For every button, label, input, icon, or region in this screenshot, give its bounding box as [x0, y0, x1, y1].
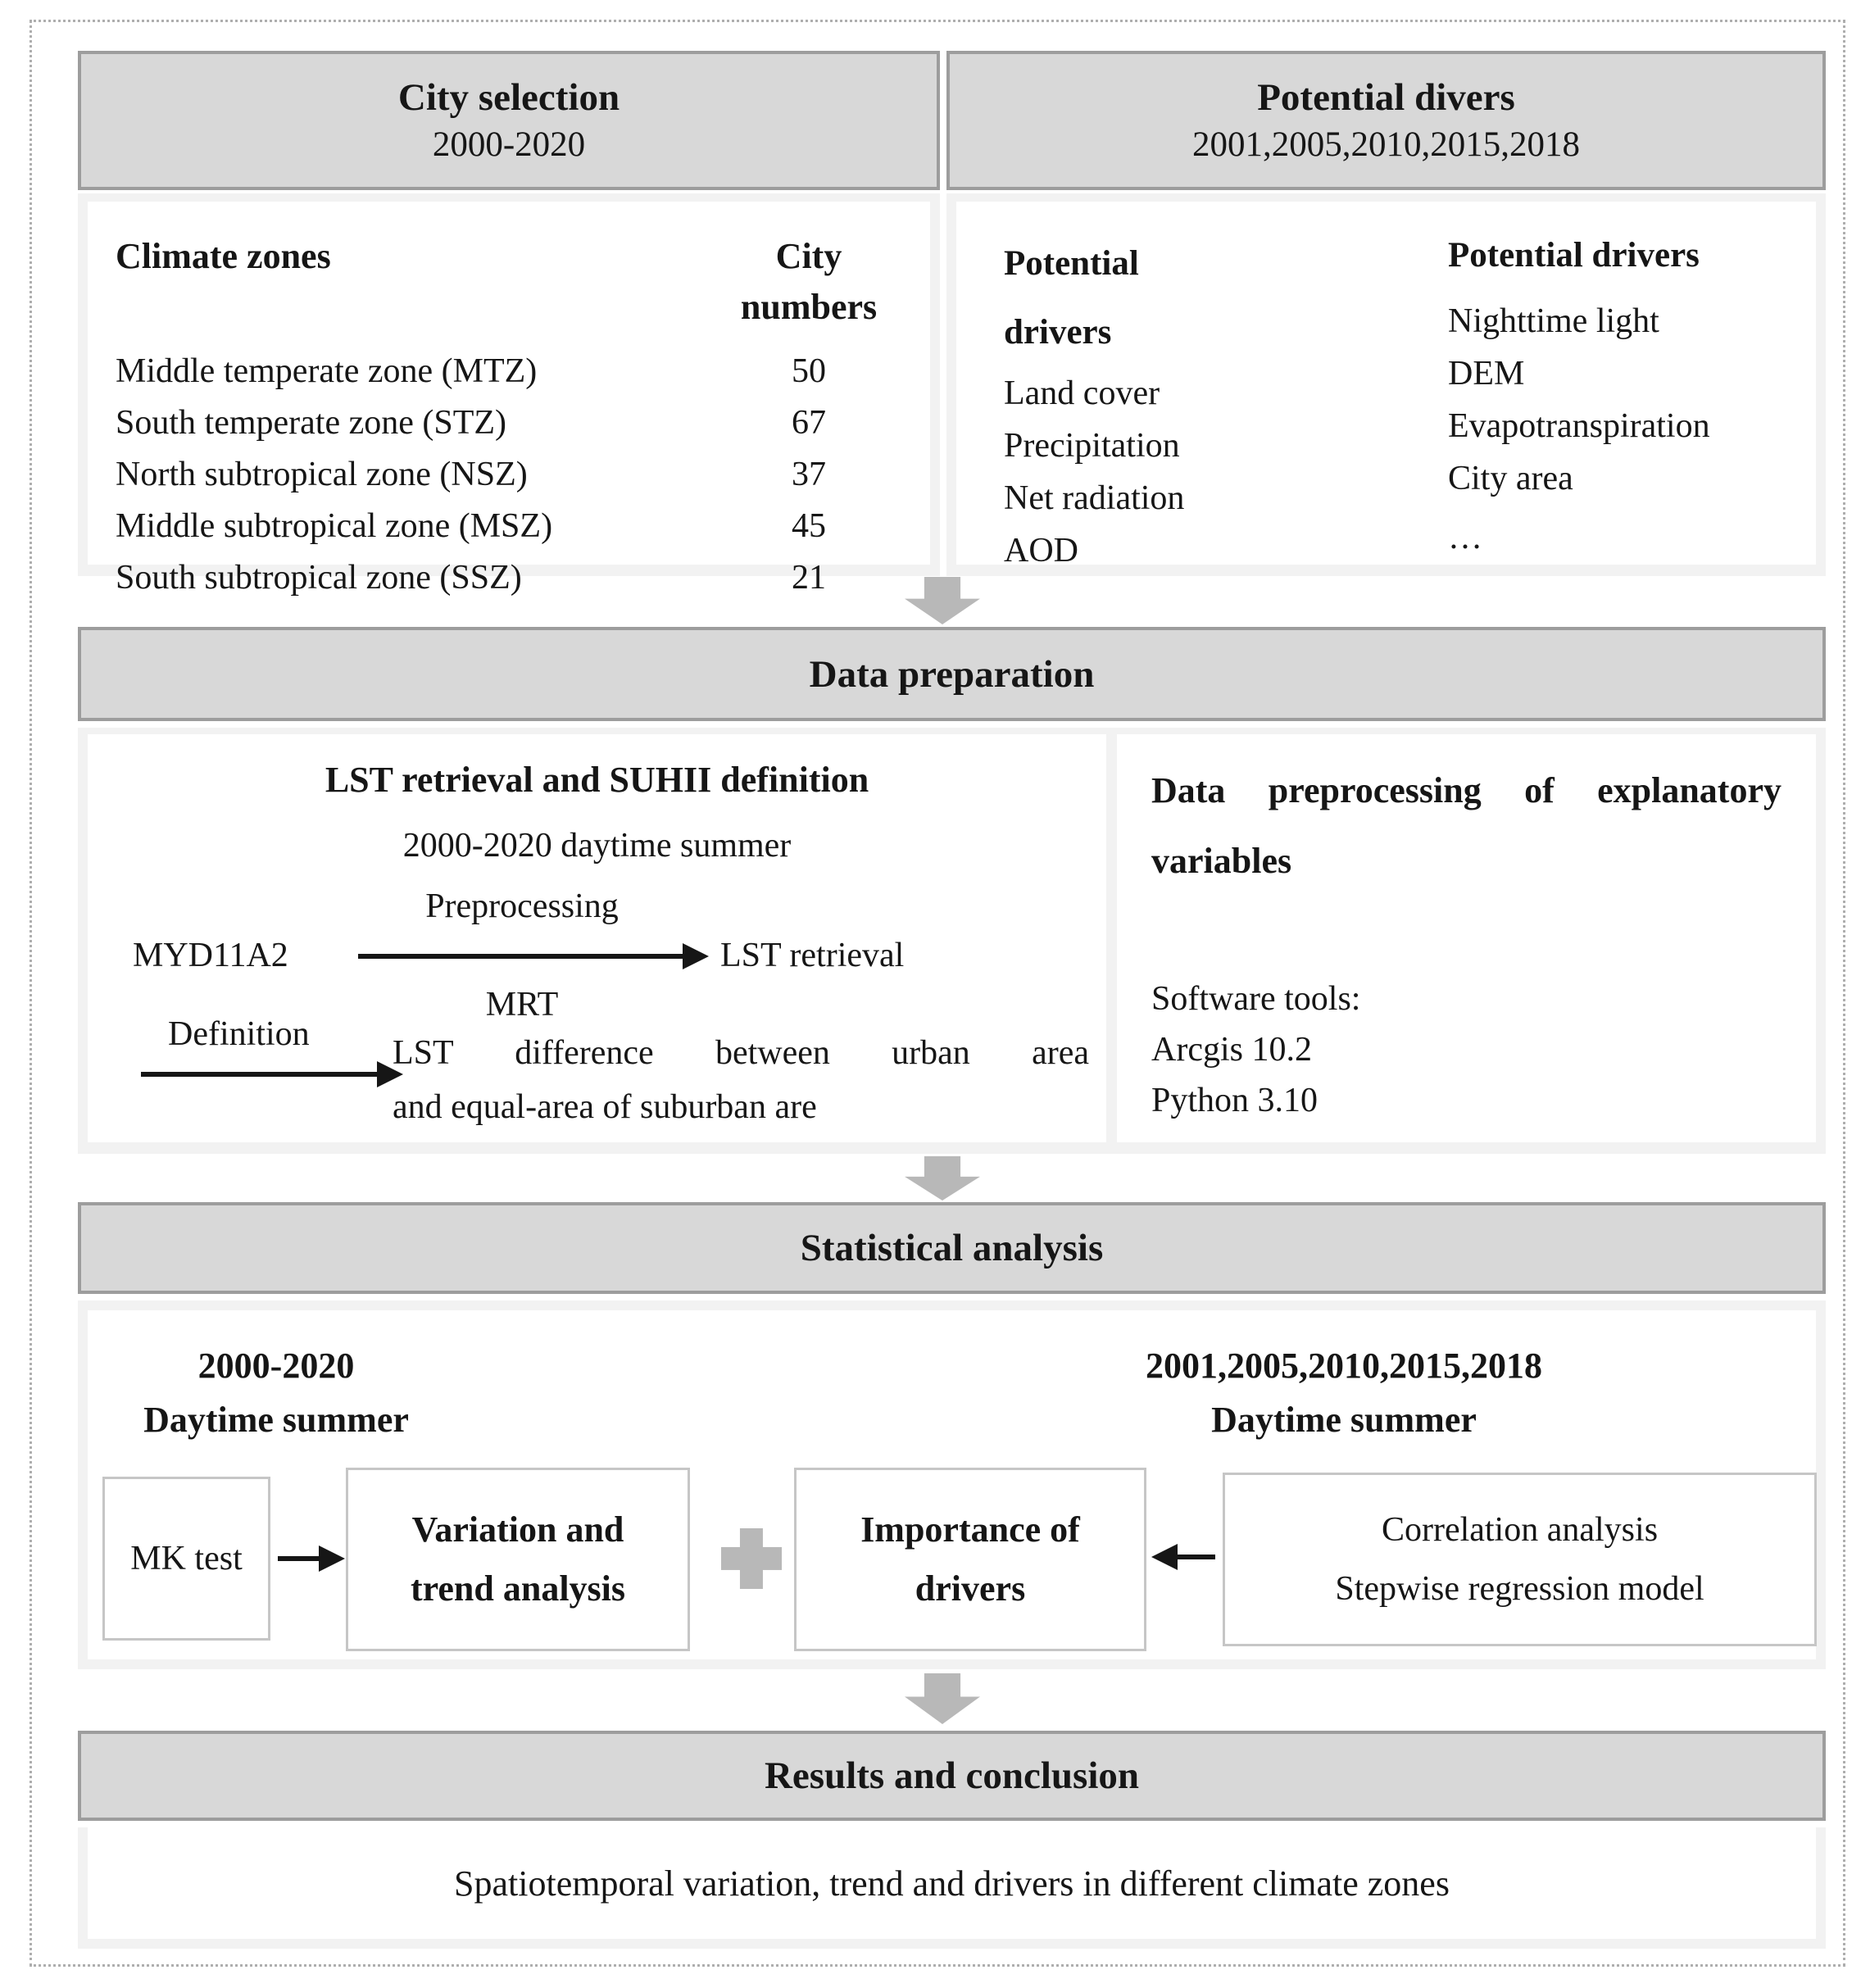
right-period-label: 2001,2005,2010,2015,2018 Daytime summer: [1000, 1339, 1688, 1447]
right-arrow-icon: [358, 954, 684, 959]
drivers-left-header-line1: Potential: [1004, 244, 1139, 283]
variation-trend-box: Variation and trend analysis: [346, 1468, 690, 1651]
statistical-analysis-box: 2000-2020 Daytime summer 2001,2005,2010,…: [88, 1310, 1817, 1659]
zone-name: Middle subtropical zone (MSZ): [116, 507, 553, 545]
list-item: Precipitation: [1004, 427, 1180, 465]
table-row: South temperate zone (STZ) 67: [116, 397, 907, 449]
lst-suhii-heading: LST retrieval and SUHII definition: [325, 760, 869, 800]
drivers-right-header: Potential drivers: [1448, 236, 1700, 275]
mk-test-label: MK test: [130, 1540, 243, 1577]
zone-count: 50: [792, 352, 826, 390]
potential-drivers-title: Potential divers: [1257, 76, 1515, 119]
table-row: North subtropical zone (NSZ) 37: [116, 449, 907, 501]
variation-line2: trend analysis: [410, 1568, 626, 1609]
climate-zone-table-header: Climate zones City numbers: [116, 231, 907, 333]
importance-drivers-box: Importance of drivers: [794, 1468, 1146, 1651]
zone-count: 37: [792, 456, 826, 493]
right-period-line1: 2001,2005,2010,2015,2018: [1146, 1346, 1542, 1386]
drivers-left-header-line2: drivers: [1004, 313, 1112, 352]
list-item: Evapotranspiration: [1448, 407, 1710, 445]
left-arrow-icon: [1176, 1555, 1215, 1559]
preprocessing-label: Preprocessing: [425, 887, 619, 925]
correlation-line1: Correlation analysis: [1381, 1511, 1659, 1549]
lst-suhii-box: LST retrieval and SUHII definition 2000-…: [88, 734, 1106, 1142]
right-arrow-icon: [141, 1072, 379, 1077]
zone-name: South subtropical zone (SSZ): [116, 559, 522, 597]
definition-line2: and equal-area of suburban are: [393, 1088, 817, 1126]
conclusion-text: Spatiotemporal variation, trend and driv…: [454, 1863, 1450, 1904]
zone-count: 67: [792, 404, 826, 442]
potential-drivers-frame: Potential drivers Land cover Precipitati…: [946, 193, 1826, 576]
definition-line1: LST difference between urban area: [393, 1034, 1089, 1072]
left-period-line2: Daytime summer: [143, 1400, 409, 1440]
conclusion-box: Spatiotemporal variation, trend and driv…: [88, 1827, 1816, 1939]
ellipsis-item: …: [1448, 519, 1482, 556]
lst-retrieval-label: LST retrieval: [720, 937, 905, 974]
table-row: Middle temperate zone (MTZ) 50: [116, 346, 907, 397]
statistical-analysis-header: Statistical analysis: [78, 1202, 1826, 1294]
drivers-list-right: Potential drivers Nighttime light DEM Ev…: [1448, 229, 1710, 577]
zone-count: 21: [792, 559, 826, 597]
lst-period: 2000-2020 daytime summer: [402, 827, 792, 865]
suhii-definition-text: LST difference between urban area and eq…: [393, 1026, 1089, 1134]
city-selection-header: City selection 2000-2020: [78, 51, 940, 190]
correlation-line2: Stepwise regression model: [1335, 1570, 1704, 1608]
city-selection-frame: Climate zones City numbers Middle temper…: [78, 193, 940, 597]
importance-line1: Importance of: [860, 1509, 1080, 1550]
climate-zone-table: Climate zones City numbers Middle temper…: [88, 202, 930, 597]
definition-label: Definition: [168, 1015, 310, 1053]
software-tool-item: Python 3.10: [1151, 1082, 1319, 1119]
zone-name: South temperate zone (STZ): [116, 404, 507, 442]
right-period-line2: Daytime summer: [1211, 1400, 1477, 1440]
table-row: Middle subtropical zone (MSZ) 45: [116, 501, 907, 552]
explanatory-heading-line2: variables: [1151, 841, 1292, 881]
figure-border: [30, 20, 1845, 1967]
data-preparation-header: Data preparation: [78, 627, 1826, 721]
software-tools-label: Software tools:: [1151, 980, 1361, 1018]
explanatory-heading-line1: Data preprocessing of explanatory: [1151, 770, 1781, 810]
results-header: Results and conclusion: [78, 1731, 1826, 1821]
zones-column-header: Climate zones: [116, 236, 331, 276]
results-title: Results and conclusion: [764, 1754, 1140, 1797]
plus-icon: [721, 1528, 782, 1589]
data-preparation-frame: LST retrieval and SUHII definition 2000-…: [78, 728, 1826, 1154]
statistical-analysis-frame: 2000-2020 Daytime summer 2001,2005,2010,…: [78, 1300, 1826, 1669]
list-item: Nighttime light: [1448, 302, 1659, 340]
zone-count: 45: [792, 507, 826, 545]
list-item: AOD: [1004, 532, 1078, 570]
city-selection-title: City selection: [397, 76, 620, 119]
data-preparation-title: Data preparation: [809, 652, 1095, 696]
list-item: Net radiation: [1004, 479, 1185, 517]
statistical-analysis-title: Statistical analysis: [800, 1227, 1104, 1269]
right-arrow-icon: [278, 1556, 320, 1561]
potential-drivers-header: Potential divers 2001,2005,2010,2015,201…: [946, 51, 1826, 190]
potential-drivers-subtitle: 2001,2005,2010,2015,2018: [1192, 125, 1580, 164]
potential-drivers-box: Potential drivers Land cover Precipitati…: [956, 202, 1816, 570]
software-tool-item: Arcgis 10.2: [1151, 1031, 1312, 1069]
drivers-list-left: Potential drivers Land cover Precipitati…: [1004, 229, 1348, 577]
correlation-box: Correlation analysis Stepwise regression…: [1223, 1473, 1817, 1646]
explanatory-variables-box: Data preprocessing of explanatory variab…: [1117, 734, 1816, 1142]
table-row: South subtropical zone (SSZ) 21: [116, 552, 907, 604]
zone-name: Middle temperate zone (MTZ): [116, 352, 538, 390]
myd11a2-label: MYD11A2: [133, 937, 288, 974]
variation-line1: Variation and: [411, 1509, 624, 1550]
zone-name: North subtropical zone (NSZ): [116, 456, 528, 493]
city-selection-subtitle: 2000-2020: [432, 125, 586, 164]
left-period-line1: 2000-2020: [197, 1346, 355, 1386]
left-period-label: 2000-2020 Daytime summer: [96, 1339, 456, 1447]
list-item: Land cover: [1004, 374, 1160, 412]
mrt-label: MRT: [485, 986, 559, 1024]
list-item: City area: [1448, 460, 1573, 497]
importance-line2: drivers: [915, 1568, 1026, 1609]
results-frame: Spatiotemporal variation, trend and driv…: [78, 1827, 1826, 1949]
counts-column-header: City numbers: [740, 236, 878, 327]
mk-test-box: MK test: [102, 1477, 270, 1641]
list-item: DEM: [1448, 355, 1525, 393]
